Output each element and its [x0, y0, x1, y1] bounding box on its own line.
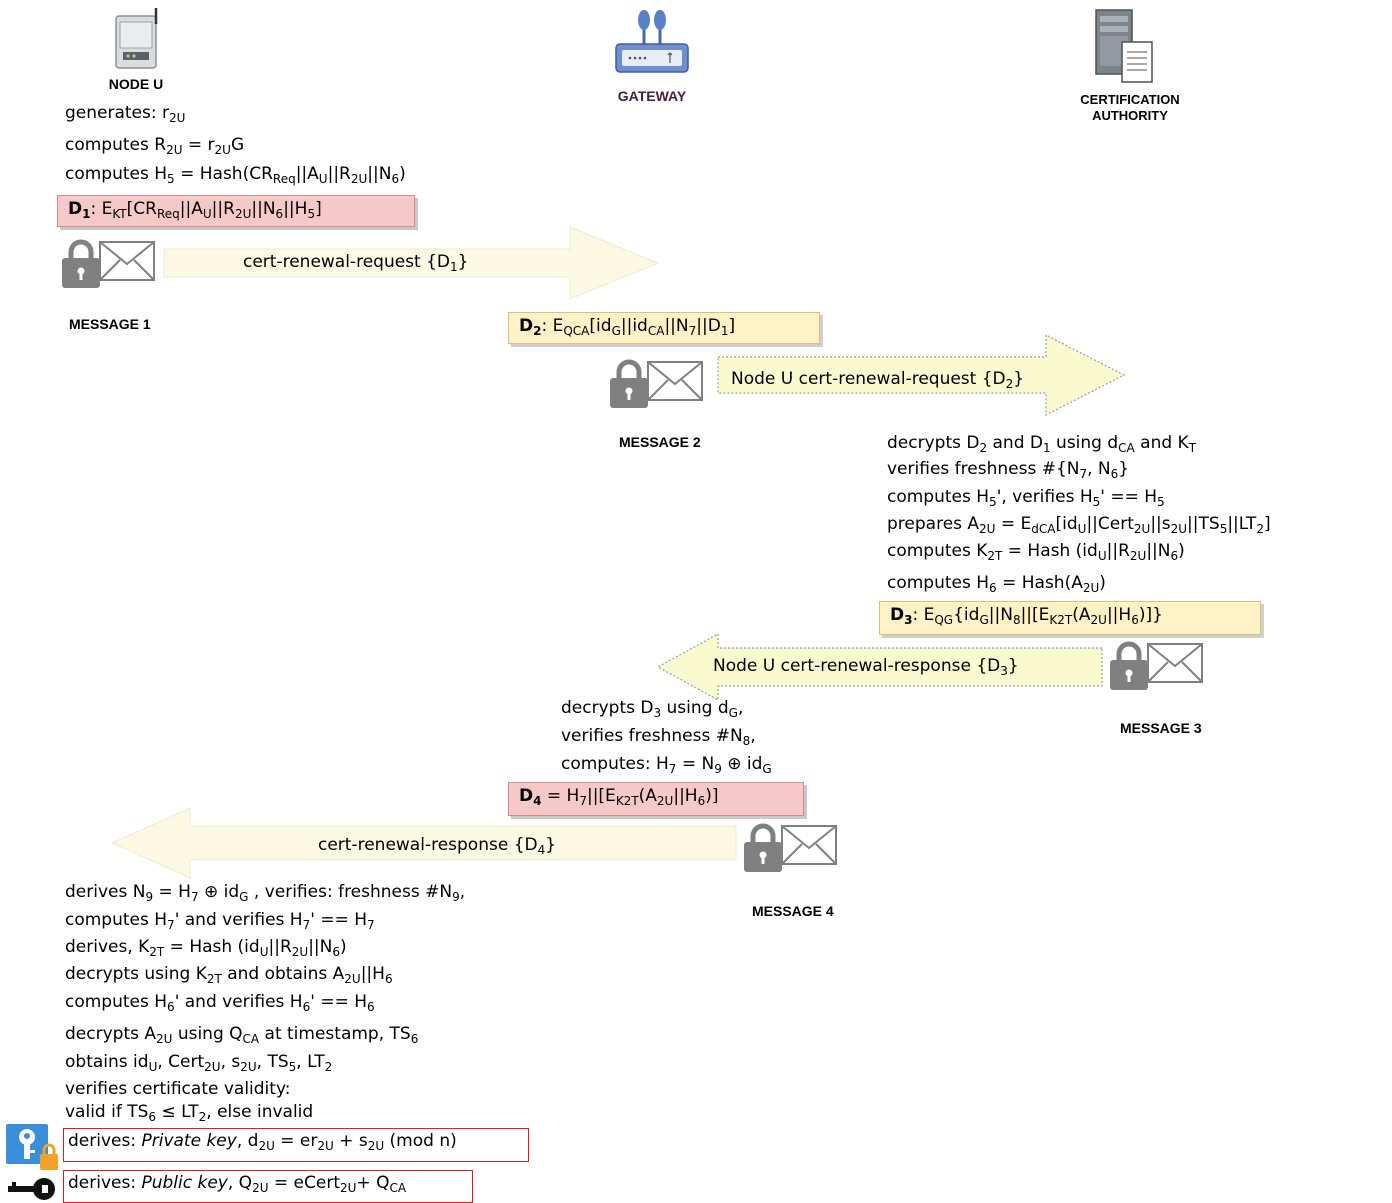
message-2-label: MESSAGE 2 [619, 434, 701, 450]
node-step-compute-r2u: computes R2U = r2UG [65, 135, 245, 157]
message-1-label: MESSAGE 1 [69, 316, 151, 332]
node-final-step-derive-n9: derives N9 = H7 ⊕ idG , verifies: freshn… [65, 882, 466, 904]
ca-step-compute-h6: computes H6 = Hash(A2U) [887, 573, 1106, 595]
node-step-compute-h5: computes H5 = Hash(CRReq||AU||R2U||N6) [65, 164, 406, 186]
message-3-label: MESSAGE 3 [1120, 720, 1202, 736]
node-u-label: NODE U [108, 76, 164, 92]
node-final-step-decrypt-a2u: decrypts A2U using QCA at timestamp, TS6 [65, 1024, 419, 1046]
message-2-arrow-label: Node U cert-renewal-request {D2} [731, 369, 1025, 391]
d3-payload-box: D3: EQG{idG||N8||[EK2T(A2U||H6)]} [879, 601, 1261, 635]
message-3-arrow [656, 632, 1103, 702]
ca-label-line1: CERTIFICATION [1080, 92, 1180, 107]
gateway-step-freshness: verifies freshness #N8, [561, 726, 756, 748]
gateway-step-compute-h7: computes: H7 = N9 ⊕ idG [561, 754, 772, 776]
node-final-step-verify-cert: verifies certificate validity: [65, 1079, 291, 1099]
ca-step-compute-k2t: computes K2T = Hash (idU||R2U||N6) [887, 541, 1185, 563]
private-key-icon [6, 1124, 58, 1170]
node-device-icon [115, 8, 158, 69]
gateway-step-decrypt: decrypts D3 using dG, [561, 698, 744, 720]
node-final-step-decrypt-k2t: decrypts using K2T and obtains A2U||H6 [65, 964, 393, 986]
message-2-arrow [717, 334, 1126, 416]
node-step-generate: generates: r2U [65, 103, 186, 125]
ca-step-freshness: verifies freshness #{N7, N6} [887, 459, 1130, 481]
message-1-arrow-label: cert-renewal-request {D1} [243, 252, 469, 274]
lock-envelope-icon [744, 823, 837, 872]
d4-payload-box: D4 = H7||[EK2T(A2U||H6)] [508, 782, 804, 816]
message-4-arrow [110, 807, 737, 879]
node-final-step-derive-k2t: derives, K2T = Hash (idU||R2U||N6) [65, 937, 347, 959]
ca-label-line2: AUTHORITY [1092, 108, 1168, 123]
node-final-step-verify-h6: computes H6' and verifies H6' == H6 [65, 992, 375, 1014]
message-1-arrow [163, 226, 660, 300]
d1-payload-box: D1: EKT[CRReq||AU||R2U||N6||H5] [57, 195, 415, 227]
message-4-label: MESSAGE 4 [752, 903, 834, 919]
gateway-router-icon [615, 10, 689, 73]
private-key-derivation: derives: Private key, d2U = er2U + s2U (… [63, 1128, 529, 1162]
public-key-derivation: derives: Public key, Q2U = eCert2U+ QCA [63, 1170, 473, 1203]
node-final-step-validity: valid if TS6 ≤ LT2, else invalid [65, 1102, 314, 1124]
ca-step-prepare-a2u: prepares A2U = EdCA[idU||Cert2U||s2U||TS… [887, 514, 1271, 536]
message-3-arrow-label: Node U cert-renewal-response {D3} [713, 656, 1019, 678]
node-final-step-obtain: obtains idU, Cert2U, s2U, TS5, LT2 [65, 1052, 333, 1074]
d2-payload-box: D2: EQCA[idG||idCA||N7||D1] [508, 312, 820, 344]
ca-step-verify-h5: computes H5', verifies H5' == H5 [887, 487, 1165, 509]
public-key-icon [8, 1178, 55, 1200]
server-document-icon [1095, 9, 1153, 83]
message-4-arrow-label: cert-renewal-response {D4} [318, 835, 557, 857]
lock-envelope-icon [1110, 641, 1203, 690]
lock-envelope-icon [62, 239, 155, 288]
ca-step-decrypt: decrypts D2 and D1 using dCA and KT [887, 433, 1197, 455]
node-final-step-verify-h7: computes H7' and verifies H7' == H7 [65, 910, 375, 932]
lock-envelope-icon [610, 359, 703, 408]
gateway-label: GATEWAY [617, 88, 687, 104]
